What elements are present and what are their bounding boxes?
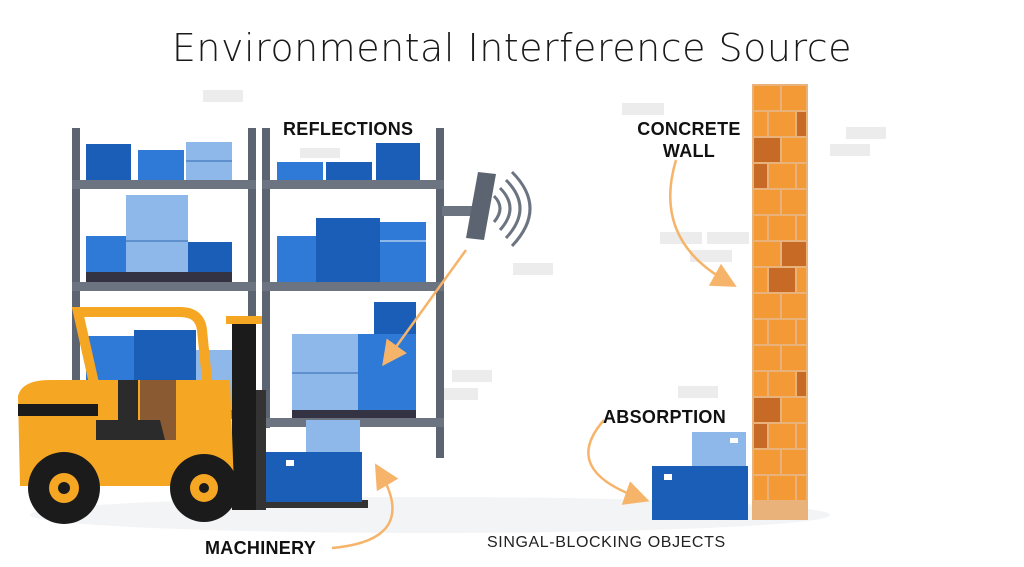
brick <box>797 372 806 396</box>
brick <box>782 398 806 422</box>
brick <box>769 216 795 240</box>
brick <box>797 476 806 500</box>
label-signal-blocking-objects: SINGAL-BLOCKING OBJECTS <box>487 534 726 551</box>
page-title: Environmental Interference Source <box>171 26 853 70</box>
forklift-illustration <box>18 307 368 524</box>
brick <box>797 424 806 448</box>
label-concrete-wall-line1: CONCRETE <box>637 119 741 139</box>
brick <box>769 424 795 448</box>
absorbing-boxes <box>652 432 748 520</box>
label-concrete-wall-line2: WALL <box>662 141 716 161</box>
brick <box>782 450 806 474</box>
brick <box>754 450 780 474</box>
brick <box>782 190 806 214</box>
decorative-marks <box>203 90 886 400</box>
middle-shelf-rack <box>262 128 444 458</box>
brick <box>782 86 806 110</box>
brick <box>782 346 806 370</box>
brick <box>754 476 767 500</box>
brick <box>754 86 780 110</box>
arrows <box>331 159 737 550</box>
brick <box>754 138 780 162</box>
brick <box>754 190 780 214</box>
signal-emitter-icon <box>442 170 532 248</box>
brick <box>797 164 806 188</box>
brick <box>754 346 780 370</box>
label-absorption: ABSORPTION <box>603 407 727 427</box>
brick <box>754 320 767 344</box>
wall-arrow <box>668 159 737 287</box>
brick <box>754 268 767 292</box>
brick <box>769 476 795 500</box>
brick <box>769 320 795 344</box>
brick <box>754 216 767 240</box>
brick <box>782 294 806 318</box>
brick <box>769 164 795 188</box>
brick <box>754 424 767 448</box>
machinery-arrow <box>331 463 399 550</box>
brick <box>769 268 795 292</box>
brick <box>754 242 780 266</box>
brick <box>754 398 780 422</box>
label-reflections: REFLECTIONS <box>283 119 414 139</box>
brick <box>782 242 806 266</box>
reflection-arrow <box>382 249 468 367</box>
label-concrete-wall: CONCRETE WALL <box>632 118 746 162</box>
brick <box>754 164 767 188</box>
absorption-arrow <box>587 419 650 505</box>
brick <box>754 112 767 136</box>
brick <box>797 112 806 136</box>
brick <box>769 112 795 136</box>
concrete-wall-illustration <box>752 84 808 520</box>
brick <box>797 320 806 344</box>
brick <box>782 138 806 162</box>
brick <box>754 294 780 318</box>
brick <box>797 268 806 292</box>
brick <box>754 372 767 396</box>
brick <box>797 216 806 240</box>
label-machinery: MACHINERY <box>205 538 317 558</box>
brick <box>769 372 795 396</box>
